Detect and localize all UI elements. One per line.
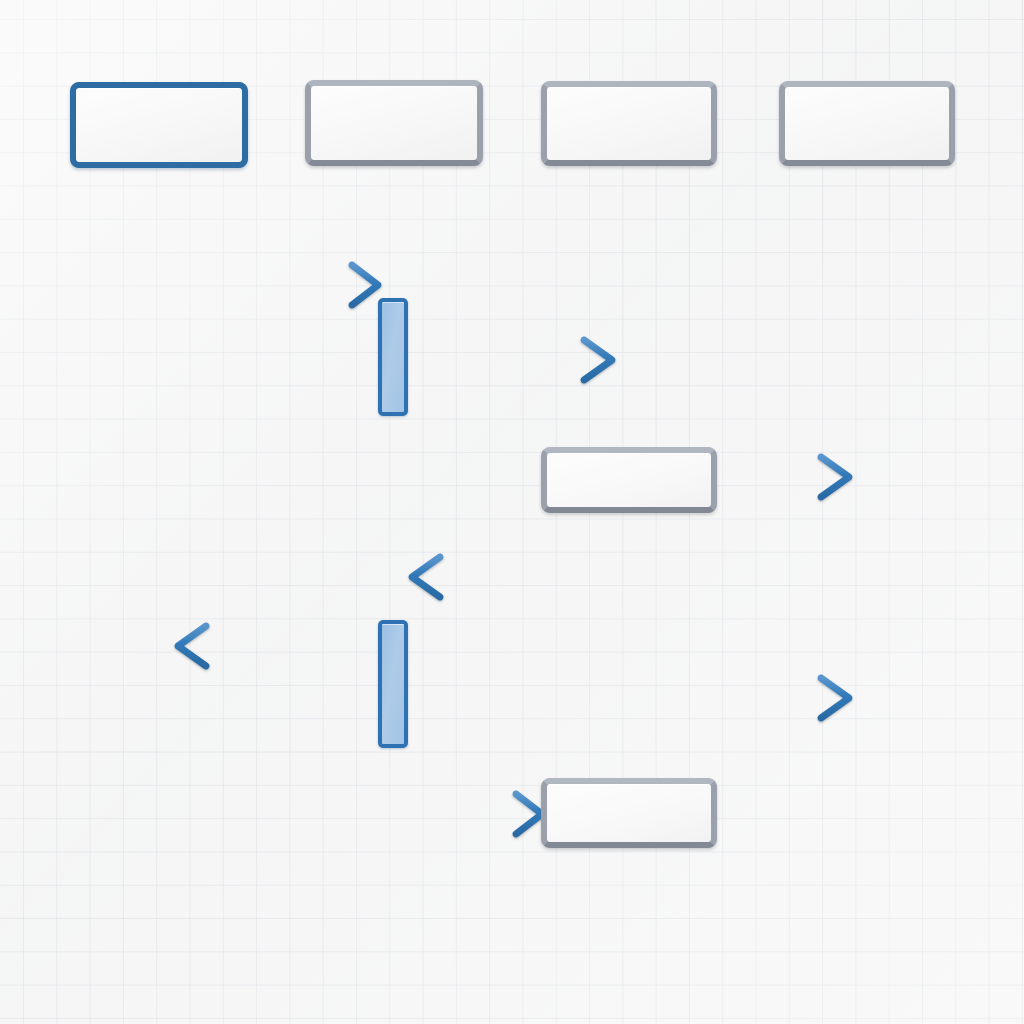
- activation-bar-act2[interactable]: [378, 620, 408, 748]
- participant-box-p1[interactable]: [70, 82, 248, 168]
- participant-box-p3[interactable]: [541, 81, 717, 166]
- activation-bar-act1[interactable]: [378, 298, 408, 416]
- participant-box-p2[interactable]: [305, 80, 483, 166]
- message-m6[interactable]: [406, 674, 853, 722]
- note-box-n2[interactable]: [541, 778, 717, 848]
- message-m5[interactable]: [174, 622, 392, 670]
- message-m4[interactable]: [408, 553, 612, 601]
- message-m2[interactable]: [406, 336, 616, 384]
- note-box-n1[interactable]: [541, 447, 717, 513]
- participant-box-p4[interactable]: [779, 81, 955, 166]
- message-m1[interactable]: [172, 261, 382, 309]
- messages-group: [172, 261, 853, 838]
- message-m3[interactable]: [714, 453, 853, 501]
- lifelines-group: [154, 176, 870, 936]
- message-m7[interactable]: [410, 790, 546, 838]
